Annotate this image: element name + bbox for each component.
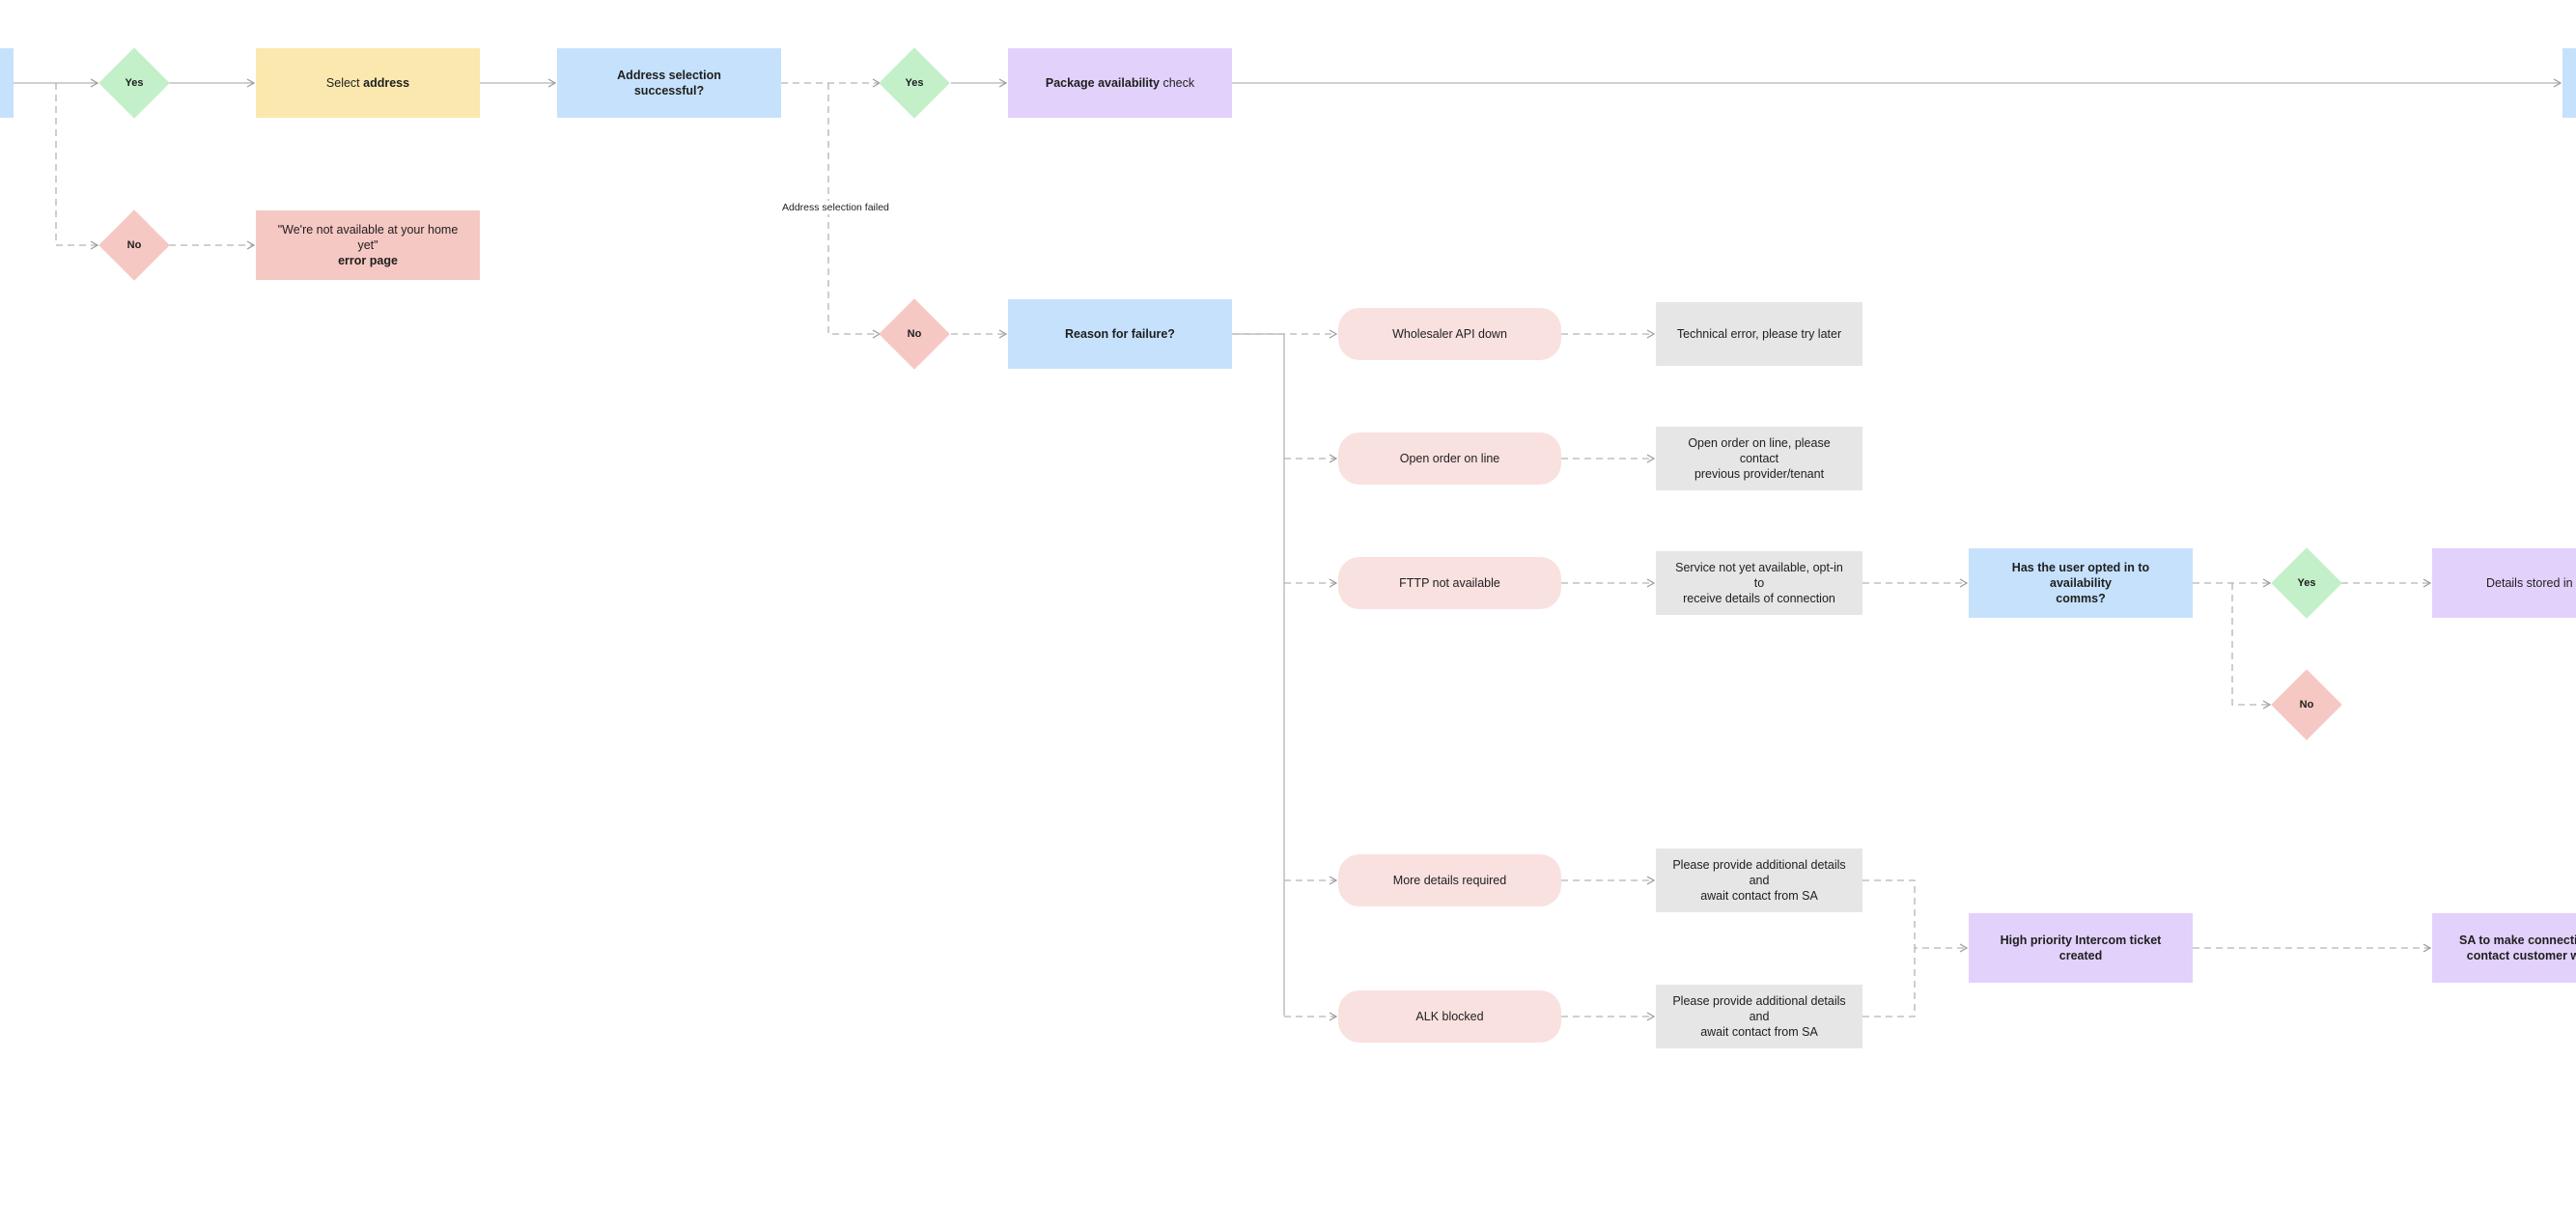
address-selection-decision-node: Address selection successful? (557, 48, 781, 118)
edge-reason-trunk (1232, 333, 1285, 1016)
message-line2: await contact from SA (1700, 889, 1818, 903)
opted-in-line1: Has the user opted in to availability (2011, 561, 2150, 590)
package-check-suffix: check (1160, 76, 1195, 90)
reason-wholesaler-api-down: Wholesaler API down (1338, 308, 1561, 360)
edge-optin-to-no3 (2231, 583, 2272, 710)
decision-no-1: No (99, 210, 169, 280)
decision-label: Yes (2297, 577, 2316, 589)
decision-label: No (126, 239, 142, 251)
error-page-line1: "We're not available at your home yet" (277, 223, 459, 252)
reason-label: FTTP not available (1399, 576, 1500, 590)
select-address-prefix: Select (325, 76, 364, 90)
intercom-ticket-label: High priority Intercom ticket created (2000, 933, 2162, 962)
message-line1: Service not yet available, opt-in to (1675, 561, 1843, 590)
decision-yes-2: Yes (880, 48, 949, 118)
message-text: Technical error, please try later (1676, 327, 1842, 341)
provide-details-message-1: Please provide additional details and aw… (1656, 849, 1862, 912)
package-check-bold: Package availability (1045, 76, 1160, 90)
decision-label: Yes (905, 77, 924, 89)
package-availability-node: Package availability check (1008, 48, 1232, 118)
service-not-available-message: Service not yet available, opt-in to rec… (1656, 551, 1862, 615)
decision-yes-1: Yes (99, 48, 169, 118)
start-node-partial (0, 48, 14, 118)
reason-open-order: Open order on line (1338, 432, 1561, 485)
details-stored-label: Details stored in Ite (2486, 576, 2576, 590)
not-available-error-node: "We're not available at your home yet" e… (256, 210, 480, 280)
message-line2: receive details of connection (1683, 592, 1835, 605)
message-line1: Please provide additional details and (1672, 994, 1846, 1023)
open-order-message: Open order on line, please contact previ… (1656, 427, 1862, 490)
sa-connection-line1: SA to make connection c (2459, 933, 2576, 947)
decision-label: No (907, 328, 922, 340)
message-line2: previous provider/tenant (1694, 467, 1825, 481)
select-address-bold: address (363, 76, 410, 90)
select-address-node: Select address (256, 48, 480, 118)
reason-label: Wholesaler API down (1392, 327, 1507, 341)
address-failed-label: Address selection failed (780, 201, 891, 214)
edge-provide2-to-intercom (1862, 948, 1916, 1017)
reason-fttp-not-available: FTTP not available (1338, 557, 1561, 609)
edge-address-to-no2 (827, 83, 882, 339)
provide-details-message-2: Please provide additional details and aw… (1656, 985, 1862, 1048)
decision-label: No (2299, 699, 2314, 711)
edge-provide1-to-intercom (1862, 879, 1969, 953)
error-page-line2: error page (338, 254, 398, 267)
message-line1: Open order on line, please contact (1688, 436, 1831, 465)
reason-for-failure-node: Reason for failure? (1008, 299, 1232, 369)
decision-no-2: No (880, 299, 949, 369)
reason-label: Open order on line (1399, 452, 1500, 465)
message-line2: await contact from SA (1700, 1025, 1818, 1039)
decision-yes-3: Yes (2272, 548, 2341, 618)
sa-connection-node: SA to make connection c contact customer… (2432, 913, 2576, 983)
reason-alk-blocked: ALK blocked (1338, 990, 1561, 1043)
reason-label: More details required (1392, 874, 1507, 887)
opted-in-decision-node: Has the user opted in to availability co… (1969, 548, 2193, 618)
details-stored-node: Details stored in Ite (2432, 548, 2576, 618)
reason-more-details-required: More details required (1338, 854, 1561, 906)
reason-for-failure-label: Reason for failure? (1065, 327, 1175, 341)
technical-error-message: Technical error, please try later (1656, 302, 1862, 366)
next-step-node-partial (2562, 48, 2576, 118)
address-selection-line2: successful? (633, 84, 705, 98)
reason-label: ALK blocked (1415, 1010, 1484, 1023)
opted-in-line2: comms? (2056, 592, 2106, 605)
address-selection-line1: Address selection (617, 69, 721, 82)
edge-start-to-no1 (55, 83, 99, 250)
sa-connection-line2: contact customer with (2466, 949, 2576, 962)
message-line1: Please provide additional details and (1672, 858, 1846, 887)
decision-label: Yes (125, 77, 144, 89)
decision-no-3: No (2272, 670, 2341, 739)
intercom-ticket-node: High priority Intercom ticket created (1969, 913, 2193, 983)
